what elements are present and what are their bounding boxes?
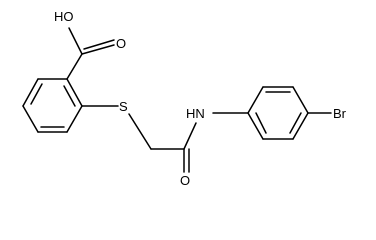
bond <box>81 44 115 55</box>
thioether-linker: S <box>81 99 152 150</box>
bond <box>292 86 309 114</box>
double-bond-inner <box>63 85 76 107</box>
bond <box>183 122 197 150</box>
bond <box>22 78 39 107</box>
carboxyl-oh-label: HO <box>54 9 74 24</box>
amide-o-label: O <box>180 173 190 188</box>
benzene-ring-left <box>22 78 83 133</box>
amide-group: HN O <box>150 106 205 188</box>
bond <box>247 112 264 140</box>
thioether-s-label: S <box>119 99 128 114</box>
bond <box>128 113 152 150</box>
bond <box>247 86 264 114</box>
bromine-substituent: Br <box>307 106 347 121</box>
bond <box>68 27 83 55</box>
double-bond-inner <box>30 83 43 105</box>
bond <box>66 53 83 80</box>
double-bond-second <box>83 39 115 50</box>
chemical-structure-diagram: HO O S HN O Br <box>22 9 347 188</box>
bond <box>22 105 39 133</box>
bromine-label: Br <box>333 106 347 121</box>
benzene-ring-right <box>247 86 309 140</box>
carboxyl-group: HO O <box>54 9 126 80</box>
carboxyl-o-label: O <box>116 36 126 51</box>
bond <box>66 78 83 107</box>
double-bond-inner <box>289 112 302 134</box>
double-bond-inner <box>255 112 267 134</box>
bond <box>292 112 309 140</box>
bond <box>66 105 83 133</box>
amide-nh-label: HN <box>186 106 205 121</box>
